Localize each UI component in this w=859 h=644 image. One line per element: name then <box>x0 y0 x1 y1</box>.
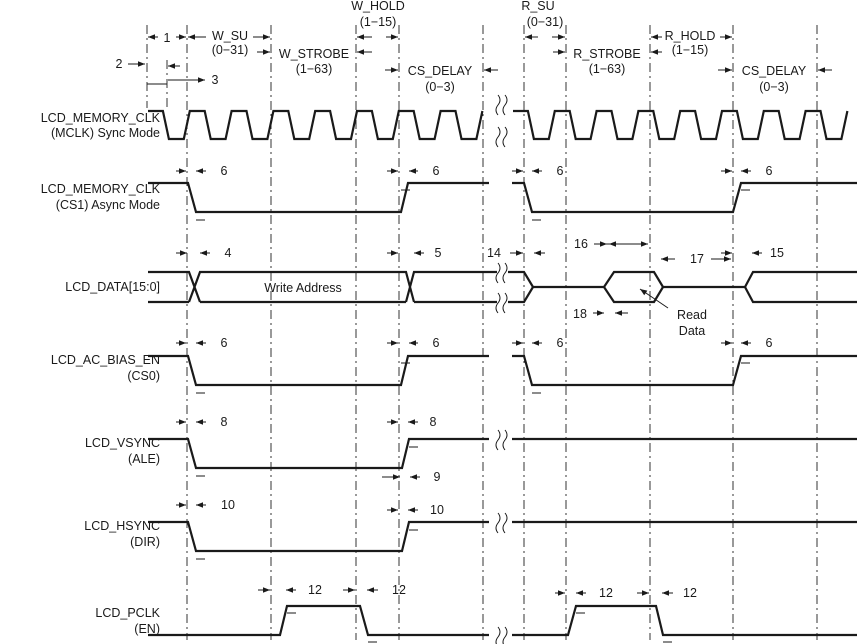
break-marks <box>495 94 508 644</box>
top-numbers: 1 2 3 <box>116 31 219 87</box>
top-arrows <box>128 34 832 85</box>
timing-number-17: 17 <box>690 252 704 266</box>
lcd-data-bus-upper <box>148 270 857 303</box>
signal-label-mclk-async-sub: (CS1) Async Mode <box>56 198 160 212</box>
timing-number-12b: 12 <box>392 583 406 597</box>
vsync-waveform <box>148 437 857 470</box>
timing-number-18: 18 <box>573 307 587 321</box>
timing-number-3: 3 <box>212 73 219 87</box>
cs-delay-2-label: CS_DELAY <box>742 64 807 78</box>
timing-number-2: 2 <box>116 57 123 71</box>
read-data-label-1: Read <box>677 308 707 322</box>
signal-label-mclk-sync-sub: (MCLK) Sync Mode <box>51 126 160 140</box>
timing-number-14: 14 <box>487 246 501 260</box>
pclk-waveform <box>148 604 857 637</box>
signal-label-hsync: LCD_HSYNC <box>84 519 160 533</box>
timing-number-8a: 8 <box>221 415 228 429</box>
timing-number-1: 1 <box>164 31 171 45</box>
lcd-data-bus-lower <box>148 286 857 304</box>
mclk-sync-waveform <box>148 109 849 141</box>
timing-number-6f: 6 <box>433 336 440 350</box>
timing-number-12a: 12 <box>308 583 322 597</box>
w-strobe-range: (1−63) <box>296 62 332 76</box>
timing-number-6d: 6 <box>766 164 773 178</box>
timing-number-15: 15 <box>770 246 784 260</box>
timing-number-12c: 12 <box>599 586 613 600</box>
signal-label-ac-bias: LCD_AC_BIAS_EN <box>51 353 160 367</box>
row-arrows <box>176 168 762 596</box>
w-su-range: (0−31) <box>212 43 248 57</box>
read-data-label-2: Data <box>679 324 705 338</box>
waveforms <box>148 109 857 643</box>
reference-lines <box>146 25 818 640</box>
r-strobe-range: (1−63) <box>589 62 625 76</box>
cs-delay-1-range: (0−3) <box>425 80 455 94</box>
signal-label-lcd-data: LCD_DATA[15:0] <box>65 280 160 294</box>
signal-label-hsync-sub: (DIR) <box>130 535 160 549</box>
timing-number-8b: 8 <box>430 415 437 429</box>
w-su-label: W_SU <box>212 29 248 43</box>
signal-label-pclk-sub: (EN) <box>134 622 160 636</box>
r-su-range: (0−31) <box>527 15 563 29</box>
signal-label-vsync-sub: (ALE) <box>128 452 160 466</box>
timing-number-16: 16 <box>574 237 588 251</box>
r-su-label: R_SU <box>521 0 554 13</box>
timing-number-12d: 12 <box>683 586 697 600</box>
signal-label-pclk: LCD_PCLK <box>95 606 160 620</box>
timing-number-4: 4 <box>225 246 232 260</box>
w-strobe-label: W_STROBE <box>279 47 349 61</box>
timing-number-6c: 6 <box>557 164 564 178</box>
r-hold-range: (1−15) <box>672 43 708 57</box>
w-hold-range: (1−15) <box>360 15 396 29</box>
signal-label-ac-bias-sub: (CS0) <box>127 369 160 383</box>
signal-label-mclk-async: LCD_MEMORY_CLK <box>41 182 161 196</box>
hsync-waveform <box>148 520 857 553</box>
w-hold-label: W_HOLD <box>351 0 404 13</box>
ac-bias-en-waveform <box>148 354 857 387</box>
signal-labels: LCD_MEMORY_CLK (MCLK) Sync Mode LCD_MEMO… <box>41 111 161 636</box>
top-annotations: W_HOLD (1−15) W_SU (0−31) W_STROBE (1−63… <box>212 0 807 94</box>
signal-label-mclk-sync: LCD_MEMORY_CLK <box>41 111 161 125</box>
mclk-async-waveform <box>148 181 857 214</box>
timing-number-6a: 6 <box>221 164 228 178</box>
row-numbers: 6 6 6 6 4 5 14 15 16 17 18 6 6 6 6 8 8 9… <box>221 164 784 600</box>
timing-number-10a: 10 <box>221 498 235 512</box>
timing-number-6h: 6 <box>766 336 773 350</box>
signal-label-vsync: LCD_VSYNC <box>85 436 160 450</box>
bus-labels: Write Address Read Data <box>264 281 707 338</box>
edge-tick-marks <box>196 189 750 643</box>
timing-number-6g: 6 <box>557 336 564 350</box>
cs-delay-1-label: CS_DELAY <box>408 64 473 78</box>
cs-delay-2-range: (0−3) <box>759 80 789 94</box>
r-hold-label: R_HOLD <box>665 29 716 43</box>
write-address-label: Write Address <box>264 281 342 295</box>
timing-number-6b: 6 <box>433 164 440 178</box>
timing-number-5: 5 <box>435 246 442 260</box>
timing-number-10b: 10 <box>430 503 444 517</box>
timing-number-9: 9 <box>434 470 441 484</box>
timing-number-6e: 6 <box>221 336 228 350</box>
r-strobe-label: R_STROBE <box>573 47 640 61</box>
